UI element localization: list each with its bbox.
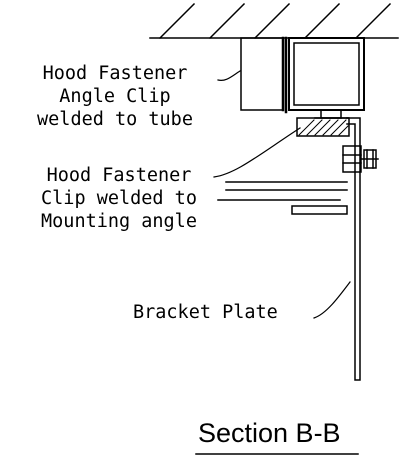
hood-fastener-clip-hatch [298,119,349,136]
structural-tube-inner [293,42,360,106]
ceiling-hatch [158,2,392,40]
angle-clip-label-line2: Angle Clip [59,86,171,107]
fastener-clip-label-line1: Hood Fastener [46,165,192,186]
section-title: Section B-B [198,418,341,448]
bolt-head [342,145,362,173]
angle-clip-label-line3: welded to tube [37,109,193,130]
structural-tube [288,37,365,111]
mounting-angle-lower-leg [291,205,348,215]
fastener-clip-label-line3: Mounting angle [41,211,197,232]
fastener-clip-callout: Hood Fastener Clip welded to Mounting an… [24,164,214,233]
leader-angle-clip [217,70,241,81]
angle-clip-callout: Hood Fastener Angle Clip welded to tube [6,62,224,131]
bracket-plate-callout: Bracket Plate [133,301,313,324]
mounting-angle-upper-leg [225,181,348,191]
mounting-angle [346,117,361,381]
leader-bracket-plate [313,281,351,319]
leader-fastener-clip [213,127,301,178]
angle-clip-block [240,37,284,111]
angle-clip-label-line1: Hood Fastener [42,63,188,84]
tube-weld-nut [320,109,342,119]
bolt-nut [363,149,377,169]
bracket-plate-label: Bracket Plate [133,302,278,323]
hood-fastener-clip [296,117,350,137]
fastener-clip-label-line2: Clip welded to [41,188,197,209]
